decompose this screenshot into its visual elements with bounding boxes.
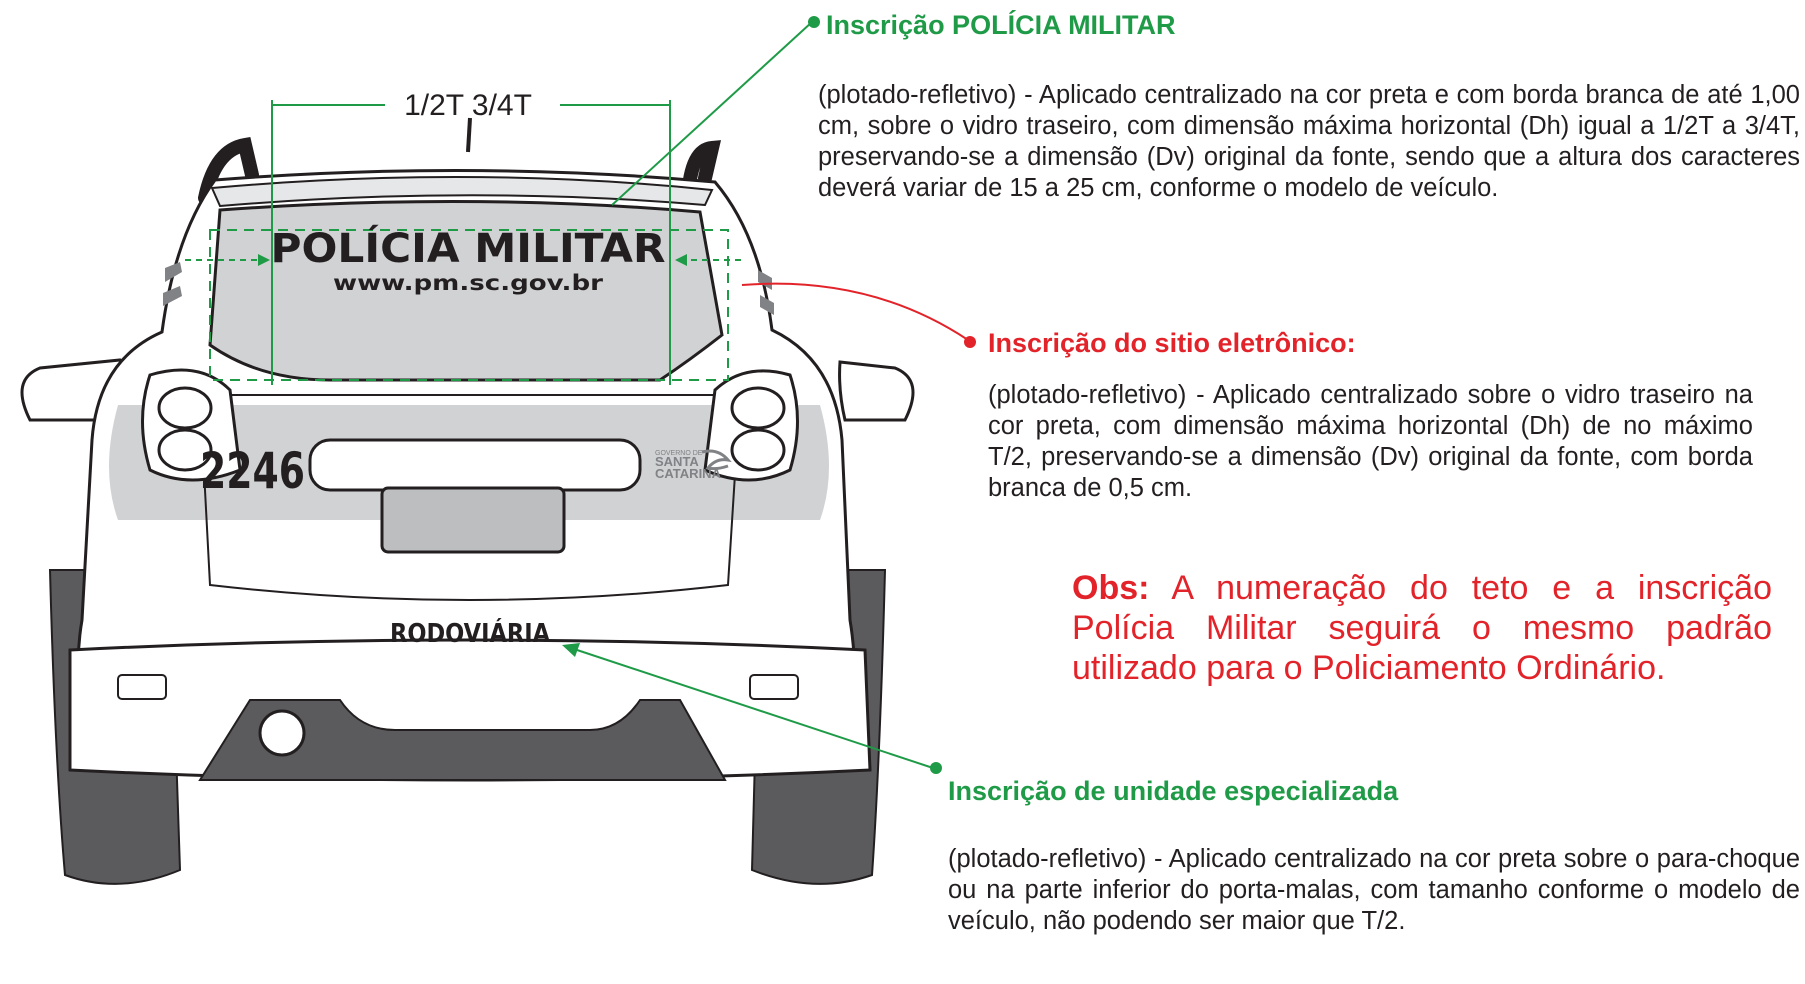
- heading-policia-militar: Inscrição POLÍCIA MILITAR: [826, 10, 1176, 40]
- vehicle-number: 2246: [200, 442, 305, 500]
- left-side-stripes: [163, 262, 182, 306]
- desc-unidade-especializada: (plotado-refletivo) - Aplicado centraliz…: [948, 845, 1800, 935]
- unit-inscription: RODOVIÁRIA: [390, 617, 550, 649]
- left-tail-light: [141, 368, 242, 482]
- leader-line-website: [741, 282, 969, 341]
- obs-label: Obs:: [1072, 569, 1150, 607]
- bumper-skid-plate: [198, 699, 727, 781]
- logo-line-1: GOVERNO DE: [655, 450, 703, 457]
- window-guide-box: [209, 229, 729, 381]
- right-reflector: [749, 674, 799, 700]
- leader-dot-website: [964, 336, 976, 348]
- right-mirror: [838, 360, 915, 422]
- tailgate-handle: [308, 438, 642, 492]
- right-tail-light: [703, 369, 799, 482]
- obs-note: Obs: A numeração do teto e a inscrição P…: [1072, 568, 1772, 688]
- license-plate: [380, 486, 566, 554]
- website-inscription: www.pm.sc.gov.br: [333, 271, 604, 295]
- heading-unidade-especializada: Inscrição de unidade especializada: [948, 776, 1399, 806]
- leader-dot-policia: [808, 16, 820, 28]
- desc-policia-militar: (plotado-refletivo) - Aplicado centraliz…: [818, 81, 1800, 202]
- government-logo: GOVERNO DE SANTA CATARINA: [655, 449, 732, 481]
- tow-hook-cover: [258, 709, 306, 757]
- heading-sitio-eletronico: Inscrição do sitio eletrônico:: [988, 328, 1356, 358]
- antenna: [466, 117, 472, 153]
- leader-line-unit: [567, 646, 934, 769]
- logo-line-2: SANTA: [655, 454, 699, 469]
- left-reflector: [117, 674, 167, 700]
- desc-sitio-eletronico: (plotado-refletivo) - Aplicado centraliz…: [988, 381, 1753, 502]
- dim-arrowhead-left: [258, 254, 270, 266]
- obs-text: A numeração do teto e a inscrição Políci…: [1072, 569, 1772, 687]
- spoiler: [210, 175, 714, 208]
- tailgate: [198, 394, 742, 601]
- left-roof-rail: [198, 137, 259, 205]
- leader-line-policia: [611, 21, 813, 206]
- right-side-stripes: [758, 270, 774, 315]
- leader-dot-unit: [930, 762, 942, 774]
- logo-line-3: CATARINA: [655, 466, 722, 481]
- window-inscription: POLÍCIA MILITAR: [271, 224, 666, 272]
- dim-label: 1/2T 3/4T: [404, 89, 532, 122]
- leader-arrowhead-unit: [562, 643, 580, 657]
- logo-mark-icon: [701, 449, 732, 471]
- dim-arrowhead-right: [675, 254, 687, 266]
